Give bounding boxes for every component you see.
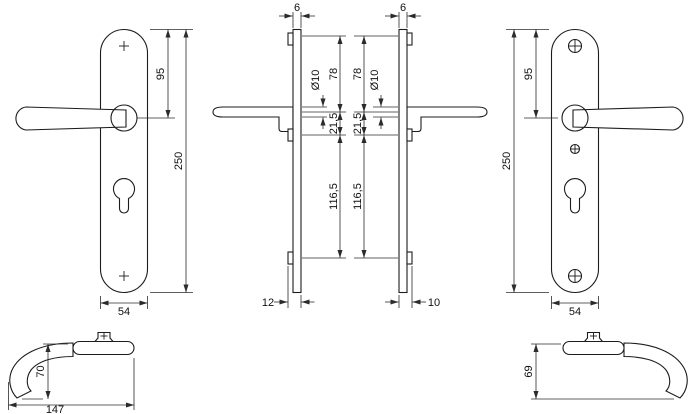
dims-side-right: 6 Ø10 78 21,5 116,5 10 — [352, 2, 440, 309]
dim-label-21-5-left: 21,5 — [328, 113, 340, 134]
screw-top — [567, 38, 583, 54]
dim-label-6-left: 6 — [294, 2, 300, 14]
dim-label-54-right: 54 — [569, 306, 581, 318]
handle-rose-top-left — [72, 340, 135, 356]
fixing-clip — [287, 128, 294, 142]
dims-front-left: 95 250 54 — [100, 29, 193, 318]
dim-label-6-right: 6 — [400, 2, 406, 14]
plate-profile-right — [398, 28, 408, 294]
dims-side-left: 6 Ø10 78 21,5 116,5 12 — [262, 2, 346, 309]
plate-profile-left — [292, 28, 302, 294]
fixing-cross-bottom — [119, 271, 129, 281]
dim-label-250-right: 250 — [501, 152, 513, 170]
dim-label-21-5-right: 21,5 — [352, 113, 364, 134]
handle-grip-top-left — [9, 342, 74, 399]
spindle-cross-right — [590, 332, 597, 340]
fixing-clip — [287, 251, 294, 265]
handle-top-view-left — [9, 331, 135, 399]
dim-label-78-right: 78 — [352, 68, 364, 80]
fixing-clip — [406, 128, 413, 142]
dim-label-d10-right: Ø10 — [369, 70, 381, 91]
lever-profile-right — [406, 106, 488, 133]
dim-label-95-right: 95 — [523, 68, 535, 80]
side-view-left — [212, 28, 302, 294]
dim-label-250-left: 250 — [173, 152, 185, 170]
handle-rose-right — [561, 104, 589, 132]
dim-label-70: 70 — [35, 365, 47, 377]
side-view-right — [398, 28, 488, 294]
handle-top-view-right — [562, 331, 688, 399]
backplate-left — [99, 28, 149, 294]
lever-handle-left — [15, 106, 127, 131]
handle-rose-top-right — [562, 340, 625, 356]
fixing-clip — [287, 32, 294, 46]
screw-middle — [569, 143, 581, 155]
dim-label-10: 10 — [428, 297, 440, 309]
lever-handle-right — [572, 106, 684, 131]
dims-handle-right: 69 — [523, 343, 674, 400]
dim-label-12: 12 — [262, 297, 274, 309]
keyhole-left — [113, 178, 135, 214]
dim-label-54-left: 54 — [118, 306, 130, 318]
screw-bottom — [567, 268, 583, 284]
dims-handle-left: 70 147 — [8, 343, 135, 414]
dim-label-147: 147 — [46, 404, 64, 414]
fixing-clip — [406, 32, 413, 46]
lever-profile-left — [212, 106, 294, 133]
dim-label-69: 69 — [523, 365, 535, 377]
front-view-right — [550, 28, 684, 294]
fixing-cross-top — [119, 41, 129, 51]
dim-label-95-left: 95 — [155, 68, 167, 80]
fixing-clip — [406, 251, 413, 265]
front-view-left — [15, 28, 149, 294]
keyhole-right — [564, 178, 586, 214]
handle-grip-top-right — [623, 342, 688, 399]
dim-label-116-5-left: 116,5 — [328, 183, 340, 210]
dim-label-d10-left: Ø10 — [310, 70, 322, 91]
dim-label-78-left: 78 — [328, 68, 340, 80]
backplate-right — [550, 28, 600, 294]
dims-front-right: 95 250 54 — [501, 29, 599, 318]
dim-label-116-5-right: 116,5 — [352, 183, 364, 210]
spindle-cross-left — [100, 332, 108, 340]
